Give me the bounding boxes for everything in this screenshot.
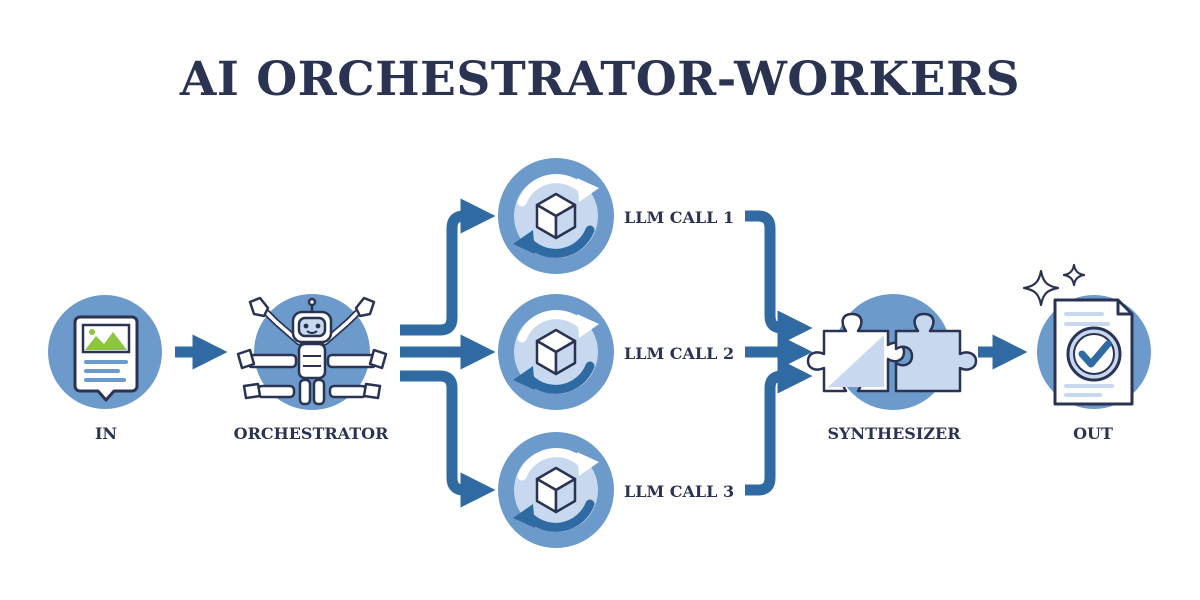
- approved-document-icon: [1053, 298, 1134, 406]
- arrow-llm1-to-synthesizer: [745, 210, 813, 346]
- orchestrator-node: ORCHESTRATOR: [234, 294, 389, 443]
- output-label: OUT: [1073, 424, 1113, 443]
- arrow-orchestrator-to-llm1: [400, 198, 496, 336]
- worker-node-2: [498, 294, 614, 410]
- robot-icon: [236, 296, 388, 406]
- orchestrator-label: ORCHESTRATOR: [234, 424, 389, 443]
- arrow-llm3-to-synthesizer: [745, 358, 813, 496]
- cube-icon: [535, 328, 577, 376]
- connector-arrows: [175, 198, 1028, 508]
- input-label: IN: [95, 424, 117, 443]
- cube-icon: [535, 466, 577, 514]
- synthesizer-label: SYNTHESIZER: [827, 424, 961, 443]
- worker-label-1: LLM CALL 1: [624, 208, 734, 227]
- puzzle-icon: [806, 312, 978, 393]
- worker-label-3: LLM CALL 3: [624, 482, 734, 501]
- synthesizer-node: SYNTHESIZER: [806, 294, 978, 443]
- sparkle-icon: [1022, 263, 1086, 307]
- arrow-orchestrator-to-llm3: [400, 370, 496, 508]
- worker-node-3: [498, 432, 614, 548]
- checkmark-icon: [1078, 340, 1112, 368]
- worker-node-1: [498, 158, 614, 274]
- document-image-icon: [73, 315, 139, 402]
- diagram-title: AI ORCHESTRATOR-WORKERS: [179, 52, 1021, 107]
- worker-label-2: LLM CALL 2: [624, 344, 734, 363]
- output-node: OUT: [1022, 263, 1151, 443]
- cube-icon: [535, 192, 577, 240]
- input-node: IN: [48, 295, 162, 443]
